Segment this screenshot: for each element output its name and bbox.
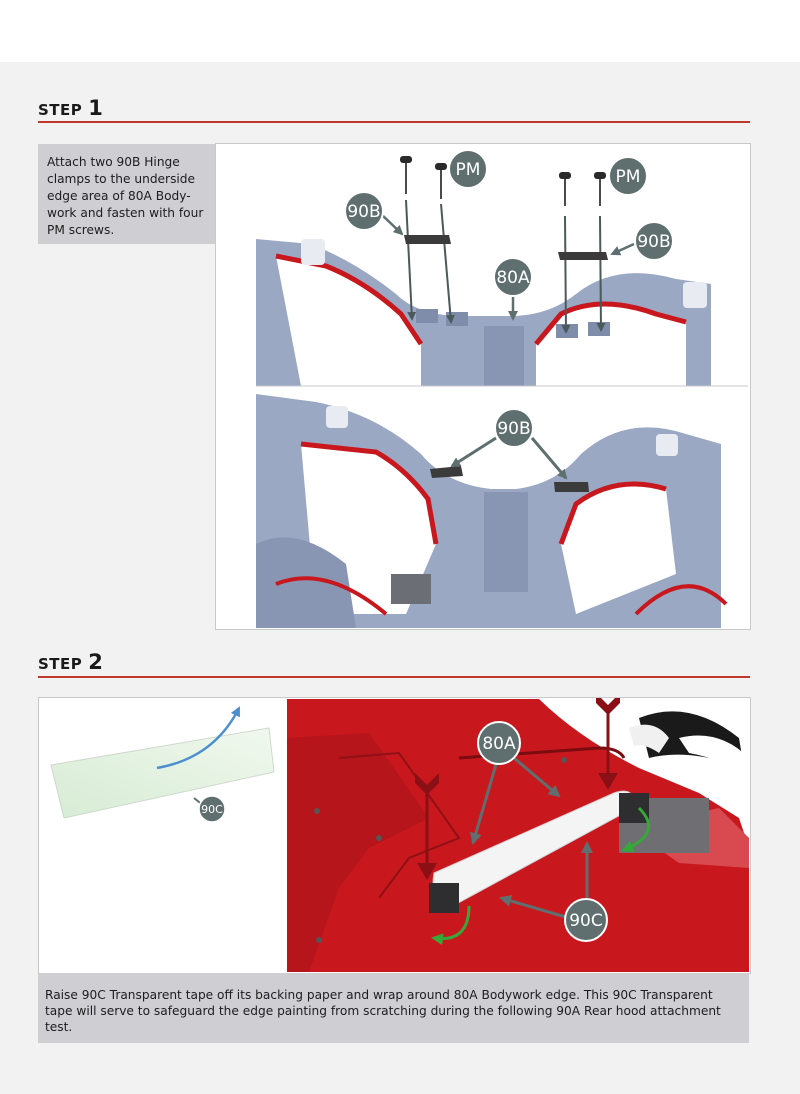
- label-90c-tape: 90C: [198, 795, 226, 823]
- step1-illustration: PM PM 90B 90B 80A: [256, 149, 748, 628]
- step1-illustration-panel: PM PM 90B 90B 80A: [215, 143, 751, 630]
- svg-text:80A: 80A: [496, 268, 530, 288]
- bodywork-upper-view: [256, 234, 748, 387]
- svg-text:90B: 90B: [497, 419, 530, 439]
- wrap-arrows: [431, 806, 650, 946]
- insert-arrows: [415, 693, 620, 880]
- step1-rule: [38, 121, 750, 123]
- step2-illustration-panel: 90C: [38, 693, 751, 974]
- label-90b-right: 90B: [610, 221, 674, 261]
- svg-text:90B: 90B: [347, 202, 380, 222]
- label-pm-left: PM: [448, 149, 488, 189]
- step1-instruction: Attach two 90B Hinge clamps to the under…: [47, 155, 204, 237]
- step2-number: 2: [88, 650, 103, 674]
- bodywork-red-view: [287, 699, 749, 972]
- label-90b-left: 90B: [344, 191, 404, 236]
- label-pm-right: PM: [608, 156, 648, 196]
- step2-instruction: Raise 90C Transparent tape off its backi…: [45, 988, 721, 1034]
- svg-text:90B: 90B: [637, 232, 670, 252]
- label-90c-step2: 90C: [499, 841, 608, 942]
- svg-text:90C: 90C: [569, 911, 603, 931]
- label-90b-lower: 90B: [450, 408, 568, 480]
- step1-heading: STEP 1: [38, 96, 103, 120]
- step1-instruction-box: Attach two 90B Hinge clamps to the under…: [38, 144, 218, 244]
- screws-and-clamps: [400, 156, 608, 334]
- step1-number: 1: [88, 96, 103, 120]
- step2-illustration: 90C: [50, 693, 749, 972]
- svg-text:90C: 90C: [201, 803, 223, 816]
- bodywork-lower-view: [256, 388, 748, 628]
- transparent-tape: [50, 706, 275, 819]
- step1-word: STEP: [38, 101, 83, 119]
- step2-word: STEP: [38, 655, 83, 673]
- step2-rule: [38, 676, 750, 678]
- svg-text:PM: PM: [456, 160, 481, 180]
- step2-instruction-box: Raise 90C Transparent tape off its backi…: [38, 973, 749, 1043]
- svg-text:80A: 80A: [482, 734, 516, 754]
- label-80a-step2: 80A: [470, 721, 561, 845]
- step2-heading: STEP 2: [38, 650, 103, 674]
- svg-text:PM: PM: [616, 167, 641, 187]
- top-band: [0, 0, 800, 62]
- label-80a: 80A: [493, 257, 533, 321]
